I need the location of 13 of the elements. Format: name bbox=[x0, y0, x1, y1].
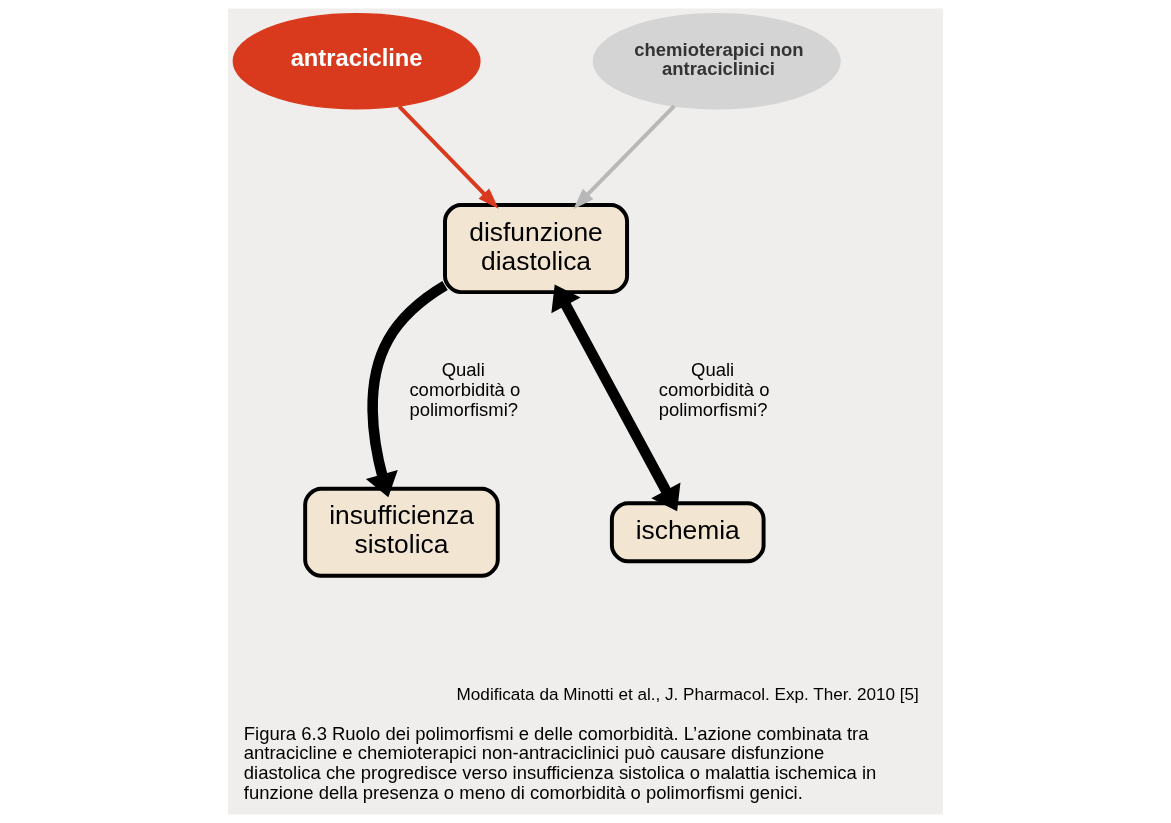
edge-label: Quali comorbidità o polimorfismi? bbox=[409, 359, 521, 420]
node-box: insufficienza sistolica bbox=[303, 486, 500, 578]
caption: Figura 6.3 Ruolo dei polimorfismi e delle comorbidità. L’azione combinata tra antracicline e chemioterapici non-antraciclinici può causare disfunzione diastolica che progredisce verso insufficienza sistolica o malattia ischemica in funzione della presenza o meno di comorbidità o polimorfismi genici. bbox=[243, 722, 877, 803]
arrow bbox=[551, 284, 681, 512]
node-ellipse: chemioterapici non antraciclinici bbox=[592, 13, 841, 110]
node-box: disfunzione diastolica bbox=[443, 203, 630, 295]
arrow bbox=[365, 281, 448, 498]
node-ellipse: antracicline bbox=[232, 13, 481, 110]
arrow bbox=[397, 104, 499, 209]
edge-label: Quali comorbidità o polimorfismi? bbox=[658, 359, 770, 420]
node-box: ischemia bbox=[609, 501, 766, 564]
label: Modificata da Minotti et al., J. Pharmacol. Exp. Ther. 2010 [5] bbox=[456, 684, 919, 705]
arrow bbox=[573, 104, 676, 210]
